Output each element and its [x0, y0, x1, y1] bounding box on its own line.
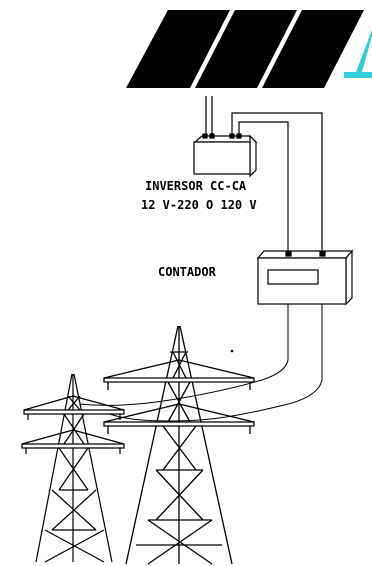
solar-panel-1: [126, 10, 230, 88]
inverter-box: [193, 133, 258, 178]
solar-panel-2: [195, 10, 297, 88]
inverter-label-line1: INVERSOR CC-CA: [145, 179, 247, 193]
inverter-label-line2: 12 V-220 O 120 V: [141, 198, 257, 212]
meter-to-grid-wires: [79, 304, 323, 422]
meter-label: CONTADOR: [158, 265, 217, 279]
inverter-to-meter-wires: [231, 112, 323, 252]
solar-panel-3: [262, 10, 364, 88]
meter-box: [256, 249, 354, 306]
meter-display: [267, 269, 319, 285]
panel-to-inverter-wires: [205, 96, 213, 134]
power-pylon-large: [103, 325, 255, 565]
solar-panel-array: [126, 10, 364, 88]
cyan-accent-shape: [344, 30, 372, 78]
power-pylon-small: [21, 373, 125, 563]
